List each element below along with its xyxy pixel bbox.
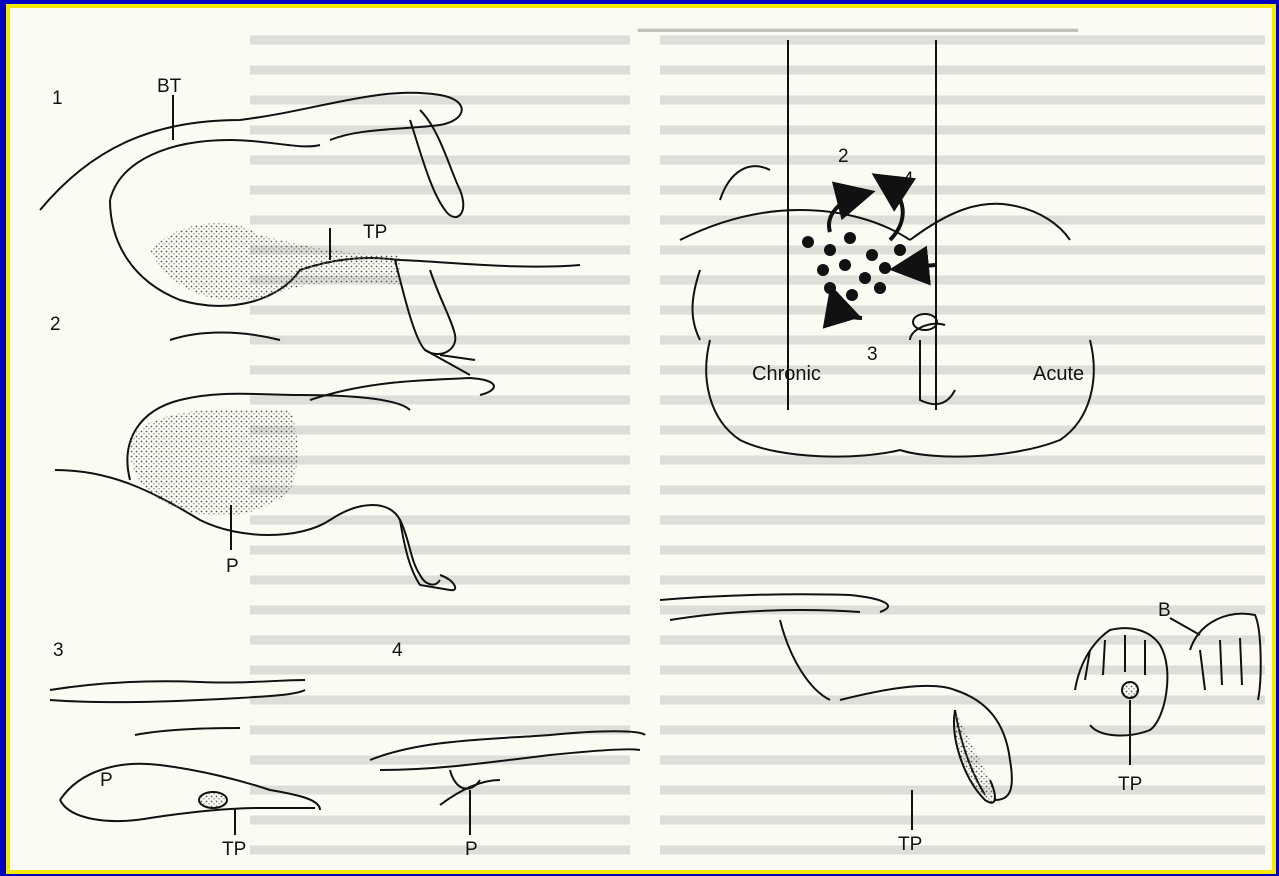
arm-figure-1 [40,93,580,375]
label-chronic: Chronic [752,363,821,385]
label-figure-2: 2 [50,314,61,335]
label-b: B [1158,600,1171,621]
show-through-lines [250,40,1265,850]
neuron-cluster [802,232,906,301]
label-tp-3: TP [222,839,246,860]
label-p-2: P [226,556,239,577]
label-bt: BT [157,76,182,97]
label-brain-3: 3 [867,344,878,365]
figure-page: ▔▔▔▔▔▔▔▔▔▔▔▔▔▔▔▔▔▔▔▔▔▔▔▔▔▔ [10,8,1272,870]
label-figure-1: 1 [52,88,63,109]
label-tp-1: TP [363,222,387,243]
label-tp-leg: TP [898,834,922,855]
label-figure-3: 3 [53,640,64,661]
label-acute: Acute [1033,363,1084,385]
label-brain-4: 4 [903,169,914,190]
label-brain-2: 2 [838,146,849,167]
label-figure-4: 4 [392,640,403,661]
label-p-4: P [465,839,478,860]
label-p-3: P [100,770,113,791]
label-tp-hand: TP [1118,774,1142,795]
diagram-canvas: 1 BT TP 2 P [10,8,1272,870]
